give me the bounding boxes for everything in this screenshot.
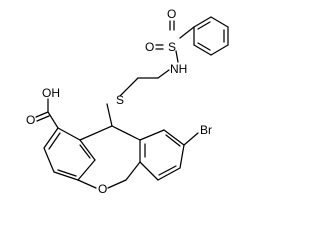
left-benzene-ring: [43, 125, 113, 181]
atom-label-o-sulfonyl-left: O: [145, 40, 154, 54]
atom-label-o-sulfonyl-top: O: [167, 7, 176, 21]
bond-c-o-double-2: [36, 115, 50, 122]
bond-s-n: [175, 50, 179, 63]
atom-label-o-ring: O: [98, 182, 107, 196]
atom-label-s-thioether: S: [116, 93, 124, 107]
carboxylic-acid-group: [35, 98, 59, 129]
bond-s-c11: [106, 103, 113, 127]
oxepine-bridge: [77, 161, 141, 189]
chemical-structure: O S O NH OH O S Br O: [26, 7, 229, 196]
atom-label-nh: NH: [170, 62, 187, 76]
phenyl-ring: [193, 16, 229, 56]
atom-label-br: Br: [200, 123, 212, 137]
atom-label-oh: OH: [42, 86, 60, 100]
bond-c-br: [183, 132, 199, 146]
atom-label-o-carbonyl: O: [26, 113, 35, 127]
bond-phenyl-s: [179, 26, 195, 39]
ethylthio-chain: [119, 69, 170, 97]
bond-c-o-double-1: [35, 111, 49, 118]
atom-label-s-sulfonyl: S: [168, 40, 176, 54]
sulfonamide-group: [155, 20, 195, 63]
right-benzene-ring: [111, 125, 185, 181]
